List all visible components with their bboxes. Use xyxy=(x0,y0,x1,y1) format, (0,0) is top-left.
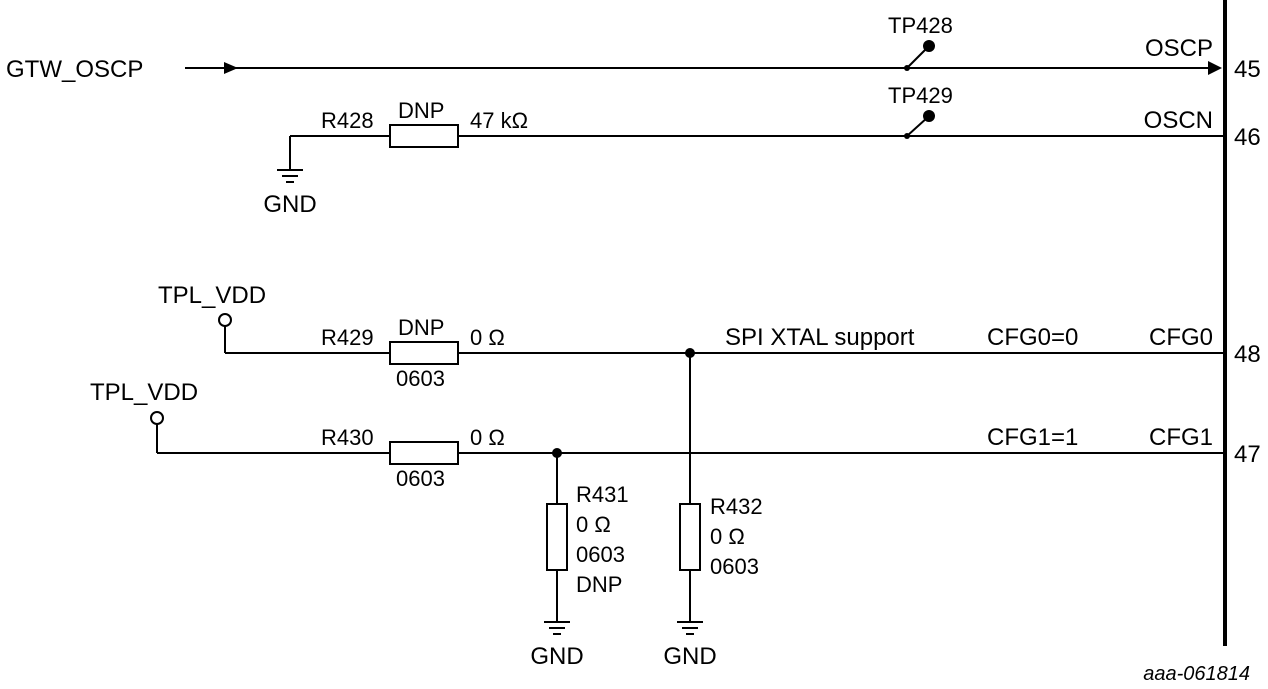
tpl-vdd-1: TPL_VDD xyxy=(158,282,266,353)
resistor-r428: R428 DNP 47 kΩ xyxy=(321,98,528,148)
net-label-gtw-oscp: GTW_OSCP xyxy=(6,56,143,83)
pin-number-45: 45 xyxy=(1234,56,1261,83)
tpl-vdd-label-2: TPL_VDD xyxy=(90,379,198,406)
gnd-label-2: GND xyxy=(530,643,583,670)
r430-ref: R430 xyxy=(321,425,374,450)
r432-value: 0 Ω xyxy=(710,524,745,549)
ground-symbol-2: GND xyxy=(530,621,584,670)
tpl-vdd-label-1: TPL_VDD xyxy=(158,282,266,309)
r428-note: DNP xyxy=(398,98,444,123)
r431-ref: R431 xyxy=(576,482,629,507)
oscn-net: OSCN 46 xyxy=(290,107,1261,151)
resistor-r430: R430 0 Ω 0603 xyxy=(321,425,505,491)
ground-symbol-1: GND xyxy=(263,136,317,218)
spi-xtal-annotation: SPI XTAL support xyxy=(725,324,915,351)
r431-note: DNP xyxy=(576,572,622,597)
r432-package: 0603 xyxy=(710,554,759,579)
tp428-label: TP428 xyxy=(888,13,953,38)
pin-number-48: 48 xyxy=(1234,341,1261,368)
net-label-oscn: OSCN xyxy=(1144,107,1213,134)
tpl-vdd-2: TPL_VDD xyxy=(90,379,198,453)
net-label-oscp: OSCP xyxy=(1145,35,1213,62)
r431-value: 0 Ω xyxy=(576,512,611,537)
tp429-label: TP429 xyxy=(888,83,953,108)
cfg0-net: SPI XTAL support CFG0=0 CFG0 48 xyxy=(225,324,1261,368)
figure-id: aaa-061814 xyxy=(1143,663,1250,685)
cfg1-value-annotation: CFG1=1 xyxy=(987,424,1078,451)
r429-ref: R429 xyxy=(321,325,374,350)
gnd-label-1: GND xyxy=(263,191,316,218)
cfg0-value-annotation: CFG0=0 xyxy=(987,324,1078,351)
oscp-net: GTW_OSCP OSCP 45 xyxy=(6,35,1261,83)
r430-package: 0603 xyxy=(396,466,445,491)
resistor-r429: R429 DNP 0 Ω 0603 xyxy=(321,315,505,391)
net-label-cfg1: CFG1 xyxy=(1149,424,1213,451)
input-arrow-icon xyxy=(224,62,238,74)
resistor-r431: R431 0 Ω 0603 DNP xyxy=(546,453,629,622)
test-point-tp428: TP428 xyxy=(888,13,953,71)
pin-number-46: 46 xyxy=(1234,124,1261,151)
r430-value: 0 Ω xyxy=(470,425,505,450)
test-point-tp429: TP429 xyxy=(888,83,953,139)
r429-package: 0603 xyxy=(396,366,445,391)
net-label-cfg0: CFG0 xyxy=(1149,324,1213,351)
r428-ref: R428 xyxy=(321,108,374,133)
r429-value: 0 Ω xyxy=(470,325,505,350)
gnd-label-3: GND xyxy=(663,643,716,670)
r432-ref: R432 xyxy=(710,494,763,519)
cfg1-net: CFG1=1 CFG1 47 xyxy=(157,424,1261,468)
r428-value: 47 kΩ xyxy=(470,108,528,133)
output-arrow-icon xyxy=(1208,61,1222,75)
resistor-r432: R432 0 Ω 0603 xyxy=(679,353,763,622)
pin-number-47: 47 xyxy=(1234,441,1261,468)
ground-symbol-3: GND xyxy=(663,621,717,670)
r429-note: DNP xyxy=(398,315,444,340)
r431-package: 0603 xyxy=(576,542,625,567)
